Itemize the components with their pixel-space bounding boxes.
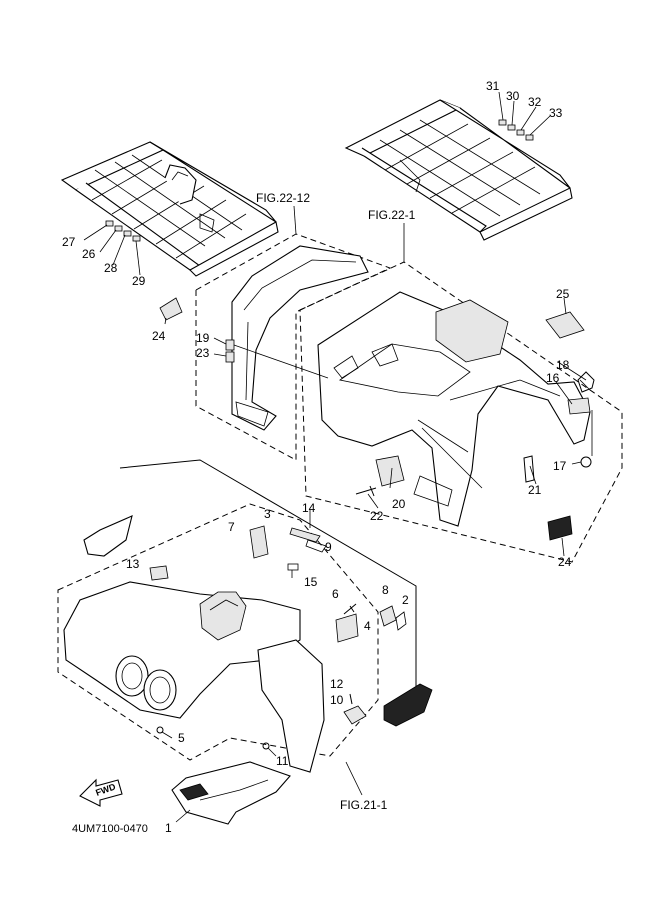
- callout-15: 15: [304, 575, 318, 589]
- callout-24a: 24: [152, 329, 166, 343]
- footrest-emblem: [383, 683, 433, 727]
- callout-33: 33: [549, 106, 563, 120]
- callout-32: 32: [528, 95, 542, 109]
- plate-20: [375, 455, 405, 487]
- callout-5: 5: [178, 731, 185, 745]
- fig-references: FIG.22-12 FIG.22-1 FIG.21-1: [256, 191, 416, 812]
- front-carrier-rack: [60, 141, 279, 277]
- callout-1: 1: [165, 821, 172, 835]
- callout-24b: 24: [558, 555, 572, 569]
- callout-22: 22: [370, 509, 384, 523]
- rear-fender-group: [299, 261, 623, 563]
- label-28: [123, 230, 132, 237]
- document-code: 4UM7100-0470: [72, 823, 148, 835]
- callout-23: 23: [196, 346, 210, 360]
- label-27: [105, 220, 114, 227]
- callout-14: 14: [302, 501, 316, 515]
- callout-19: 19: [196, 331, 210, 345]
- label-8: [379, 605, 397, 627]
- callout-26: 26: [82, 247, 96, 261]
- label-7: [249, 525, 269, 559]
- callout-31: 31: [486, 79, 500, 93]
- label-23: [225, 351, 235, 363]
- leader-lines: [164, 317, 593, 557]
- callout-11: 11: [276, 754, 289, 768]
- label-9: [305, 539, 327, 553]
- callout-29: 29: [132, 274, 146, 288]
- fig-ref-22-12: FIG.22-12: [256, 191, 310, 205]
- part-number-callouts: 1 2 3 4 5 6 7 8 9 10 11 12 13 14 15 16 1…: [62, 79, 572, 835]
- callout-9: 9: [325, 540, 332, 554]
- callout-8: 8: [382, 583, 389, 597]
- label-3: [289, 527, 321, 543]
- callout-2: 2: [402, 593, 409, 607]
- plate-4: [335, 613, 359, 643]
- callout-3: 3: [264, 507, 271, 521]
- label-32: [516, 129, 525, 136]
- callout-13: 13: [126, 557, 140, 571]
- label-30: [507, 124, 516, 131]
- fig-ref-22-1: FIG.22-1: [368, 208, 416, 222]
- label-26: [114, 225, 123, 232]
- callout-30: 30: [506, 89, 520, 103]
- callout-27: 27: [62, 235, 76, 249]
- label-19: [225, 339, 235, 351]
- callout-6: 6: [332, 587, 339, 601]
- callout-12: 12: [330, 677, 344, 691]
- fwd-arrow-icon: FWD: [79, 778, 123, 807]
- label-24a: [159, 297, 183, 321]
- label-29: [132, 235, 141, 242]
- label-31: [498, 119, 507, 126]
- callout-10: 10: [330, 693, 344, 707]
- callout-18: 18: [556, 358, 570, 372]
- front-cover-flap: [83, 515, 133, 557]
- callout-17: 17: [553, 459, 567, 473]
- plate-10: [343, 705, 367, 725]
- label-25: [545, 311, 585, 339]
- callout-28: 28: [104, 261, 118, 275]
- callout-7: 7: [228, 520, 235, 534]
- label-2: [395, 611, 407, 631]
- label-24b: [547, 515, 573, 541]
- label-13: [149, 565, 169, 581]
- callout-16: 16: [546, 371, 560, 385]
- rear-carrier-rack: [344, 91, 573, 241]
- clip-15: [287, 563, 299, 571]
- fig-ref-21-1: FIG.21-1: [340, 798, 388, 812]
- callout-21: 21: [528, 483, 542, 497]
- label-33: [525, 134, 534, 141]
- front-fender-group: [57, 459, 433, 773]
- front-tray: [171, 761, 291, 825]
- callout-20: 20: [392, 497, 406, 511]
- callout-4: 4: [364, 619, 371, 633]
- callout-25: 25: [556, 287, 570, 301]
- rear-fender-panel-group: [159, 233, 392, 461]
